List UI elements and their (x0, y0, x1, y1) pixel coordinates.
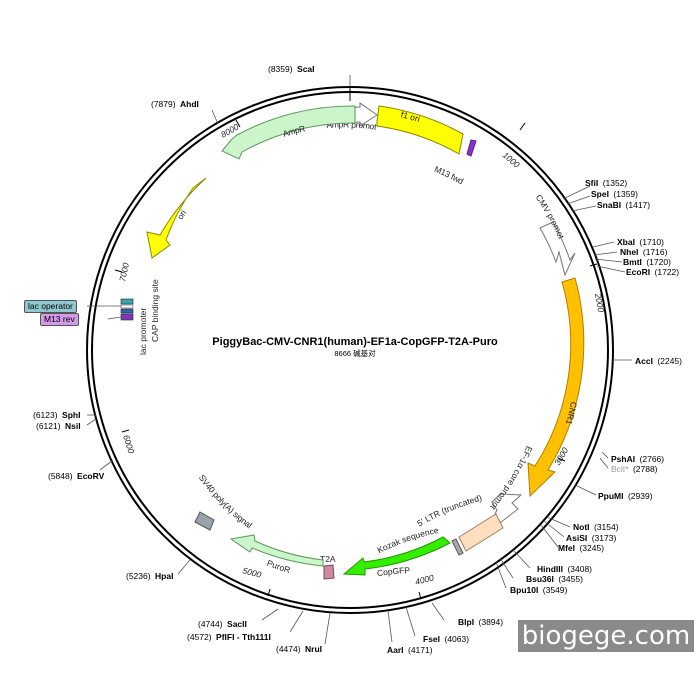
tick-1000: 1000 (501, 150, 522, 170)
site-nrui: (4474) NruI (276, 639, 322, 656)
lac-operator-label: lac operator (24, 300, 77, 313)
tick-7000: 7000 (117, 262, 131, 283)
site-aari: AarI (4171) (387, 640, 433, 657)
site-noti: NotI (3154) (573, 517, 619, 534)
feature-lac-promoter-mark[interactable] (120, 304, 134, 309)
tick-4000: 4000 (414, 572, 435, 587)
site-xbai: XbaI (1710) (617, 232, 664, 249)
feature-cmv-promoter[interactable] (539, 221, 576, 277)
m13-rev-label: M13 rev (40, 313, 79, 326)
site-bmti: BmtI (1720) (623, 252, 671, 269)
site-hindiii: HindIII (3408) (537, 559, 592, 576)
tick-5000: 5000 (241, 565, 262, 580)
feature-copgfp[interactable] (342, 536, 451, 576)
feature-label-lac-promoter: lac promoter (138, 308, 148, 355)
site-sfii: SfiI (1352) (585, 173, 627, 190)
feature-puror[interactable] (229, 534, 324, 567)
site-leaders (86, 75, 632, 645)
feature-lac-operator-mark[interactable] (120, 298, 134, 305)
feature-ampr[interactable] (221, 105, 356, 160)
site-sacii: (4744) SacII (198, 614, 247, 631)
site-bpu10i: Bpu10I (3549) (510, 580, 568, 597)
site-nsii: (6121) NsiI (36, 416, 81, 433)
site-pflfi-tth111i: (4572) PflFI - Tth111I (187, 627, 271, 644)
feature-label-ef1a-core-promoter: EF-1α core promoter (0, 0, 534, 512)
site-spei: SpeI (1359) (591, 184, 638, 201)
feature-m13-fwd[interactable] (466, 139, 477, 157)
plasmid-title: PiggyBac-CMV-CNR1(human)-EF1a-CopGFP-T2A… (212, 336, 498, 348)
feature-cap-site-mark[interactable] (120, 308, 134, 314)
tick-marks (114, 87, 598, 600)
site-ahdi: (7879) AhdI (151, 94, 199, 111)
site-acci: AccI (2245) (635, 351, 682, 368)
tick-2000: 2000 (593, 292, 606, 314)
site-bcli: BclI* (2788) (611, 459, 658, 476)
tick-6000: 6000 (121, 434, 136, 455)
feature-f1-ori[interactable] (376, 105, 464, 155)
site-ecorv: (5848) EcoRV (48, 466, 105, 483)
site-hpai: (5236) HpaI (126, 566, 173, 583)
site-sphi: (6123) SphI (33, 405, 80, 422)
site-snabi: SnaBI (1417) (597, 195, 650, 212)
feature-5-ltr-truncated[interactable] (458, 513, 504, 552)
site-fsei: FseI (4063) (423, 629, 469, 646)
feature-label-m13-fwd: M13 fwd (433, 164, 465, 187)
feature-ori[interactable] (146, 177, 207, 259)
feature-label-copgfp: CopGFP (376, 565, 410, 578)
feature-label-t2a: T2A (320, 554, 336, 564)
feature-sv40-polya[interactable] (194, 511, 215, 531)
site-ppumi: PpuMI (2939) (598, 486, 653, 503)
feature-cnr1[interactable] (527, 277, 585, 498)
site-ecori: EcoRI (1722) (626, 262, 679, 279)
feature-label-cap-binding-site: CAP binding site (150, 279, 160, 342)
feature-t2a[interactable] (323, 564, 335, 580)
site-nhei: NheI (1716) (620, 242, 668, 259)
site-mfei: MfeI (3245) (558, 538, 604, 555)
feature-m13-rev-mark[interactable] (120, 313, 134, 321)
site-blpi: BlpI (3894) (458, 612, 503, 629)
watermark: biogege.com (518, 620, 694, 652)
feature-kozak-sequence[interactable] (451, 538, 464, 556)
site-scai: (8359) ScaI (268, 59, 315, 76)
plasmid-length: 8666 碱基对 (334, 348, 376, 358)
site-bsu36i: Bsu36I (3455) (526, 569, 583, 586)
feature-label-5-ltr: 5' LTR (truncated) (415, 493, 483, 529)
site-asisi: AsiSI (3173) (566, 528, 616, 545)
site-pshai: PshAI (2766) (611, 449, 664, 466)
